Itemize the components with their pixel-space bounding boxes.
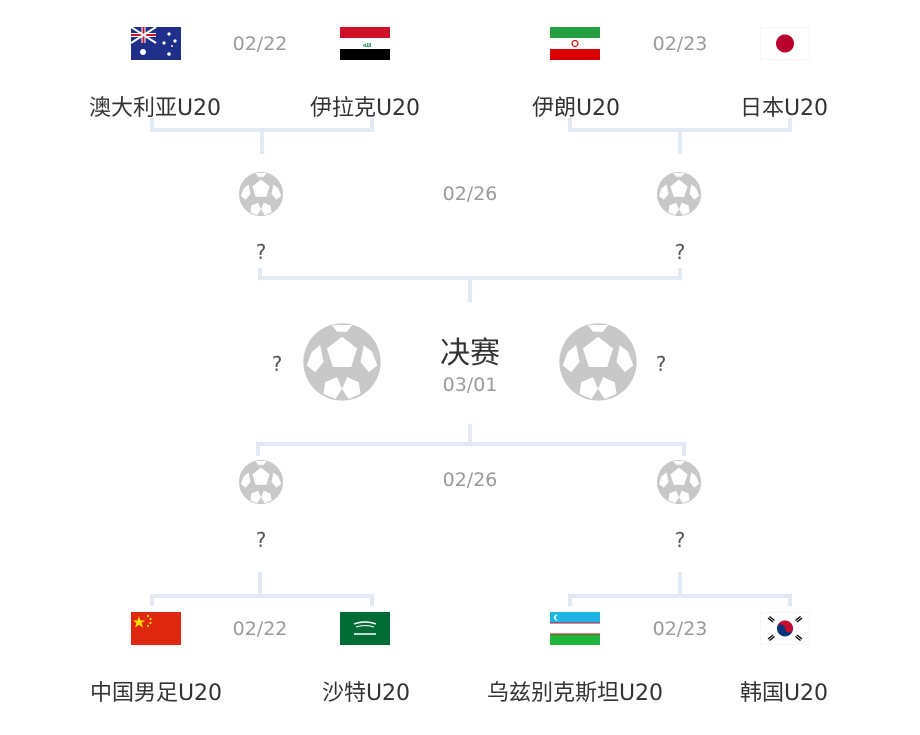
match-date: 02/26	[442, 183, 498, 205]
soccer-ball-icon	[655, 458, 703, 510]
uzbekistan-flag-icon	[550, 612, 600, 645]
team-name: 韩国U20	[739, 681, 829, 706]
match-date: 03/01	[442, 374, 498, 396]
match-date: 02/26	[442, 469, 498, 491]
china-flag-icon	[131, 612, 181, 645]
match-date: 02/23	[652, 33, 708, 55]
team-name: 伊朗U20	[531, 96, 621, 121]
iraq-flag-icon: ﷲ	[340, 27, 390, 60]
unknown-team-placeholder: ?	[255, 240, 267, 264]
team-name: 澳大利亚U20	[88, 96, 222, 121]
final-title: 决赛	[440, 336, 500, 371]
team-name: 伊拉克U20	[309, 96, 421, 121]
saudi-arabia-flag-icon	[340, 612, 390, 645]
match-date: 02/22	[232, 618, 288, 640]
team-name: 沙特U20	[321, 681, 411, 706]
unknown-team-placeholder: ?	[674, 240, 686, 264]
unknown-team-placeholder: ?	[255, 528, 267, 552]
japan-flag-icon	[760, 27, 810, 60]
soccer-ball-icon	[237, 170, 285, 222]
team-name: 日本U20	[739, 96, 829, 121]
soccer-ball-icon	[237, 458, 285, 510]
iran-flag-icon	[550, 27, 600, 60]
svg-text:ﷲ: ﷲ	[363, 41, 371, 49]
team-name: 中国男足U20	[89, 681, 223, 706]
unknown-team-placeholder: ?	[674, 528, 686, 552]
soccer-ball-icon	[655, 170, 703, 222]
team-name: 乌兹别克斯坦U20	[486, 681, 664, 706]
match-date: 02/23	[652, 618, 708, 640]
unknown-team-placeholder: ?	[271, 352, 283, 376]
soccer-ball-icon	[300, 320, 384, 408]
australia-flag-icon	[131, 27, 181, 60]
unknown-team-placeholder: ?	[655, 352, 667, 376]
soccer-ball-icon	[556, 320, 640, 408]
match-date: 02/22	[232, 33, 288, 55]
korea-flag-icon	[760, 612, 810, 645]
